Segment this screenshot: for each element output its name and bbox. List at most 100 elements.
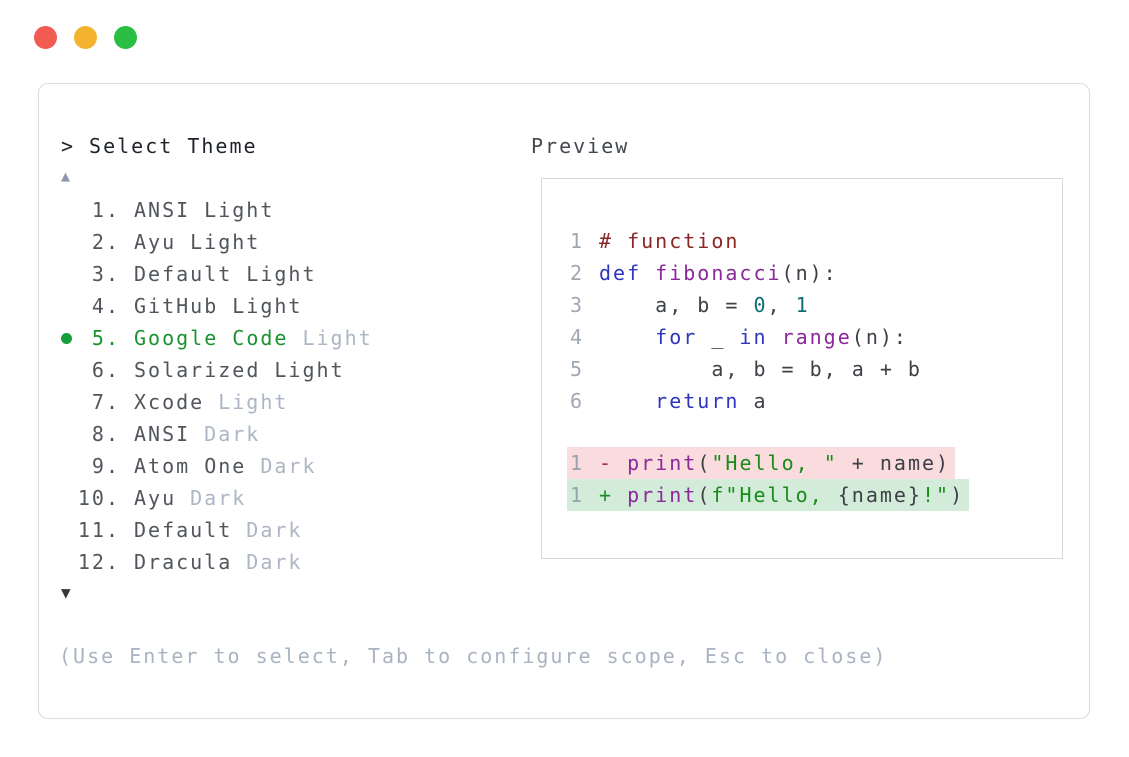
bullet-cell xyxy=(61,258,74,290)
item-name: ANSI xyxy=(134,198,191,222)
line-number: 1 xyxy=(570,229,585,253)
theme-item[interactable]: 7. Xcode Light xyxy=(61,386,373,418)
item-variant: Dark xyxy=(246,518,303,542)
code-token: + name) xyxy=(837,451,951,475)
picker-title: Select Theme xyxy=(89,134,258,158)
bullet-cell xyxy=(61,450,74,482)
diff-line-background: 1+ print(f"Hello, {name}!") xyxy=(567,479,970,511)
bullet-cell xyxy=(61,290,74,322)
item-number: 7. xyxy=(91,390,120,414)
bullet-cell xyxy=(61,514,74,546)
line-number: 1 xyxy=(570,451,585,475)
diff-line-background: 1- print("Hello, " + name) xyxy=(567,447,956,479)
code-tokens: for _ in range(n): xyxy=(599,325,908,349)
code-line: 3 a, b = 0, 1 xyxy=(570,289,922,321)
line-number: 5 xyxy=(570,357,585,381)
bullet-cell xyxy=(61,354,74,386)
code-token: !" xyxy=(921,483,951,507)
code-token: "Hello, " xyxy=(711,451,838,475)
bullet-cell xyxy=(61,322,74,354)
preview-label: Preview xyxy=(531,134,630,158)
code-token: a xyxy=(739,389,768,413)
code-token: (n): xyxy=(851,325,908,349)
minimize-button[interactable] xyxy=(74,26,97,49)
code-token: def xyxy=(599,261,642,285)
code-token: {name} xyxy=(837,483,922,507)
bullet-cell xyxy=(61,194,74,226)
theme-item[interactable]: 8. ANSI Dark xyxy=(61,418,373,450)
item-name: Default xyxy=(134,518,233,542)
code-token: a, b = b, a + b xyxy=(599,357,922,381)
close-button[interactable] xyxy=(34,26,57,49)
code-line: 6 return a xyxy=(570,385,922,417)
item-variant: Dark xyxy=(190,486,247,510)
item-name: Solarized xyxy=(134,358,261,382)
code-tokens: def fibonacci(n): xyxy=(599,261,838,285)
item-variant: Light xyxy=(246,262,317,286)
item-number: 2. xyxy=(91,230,120,254)
item-variant: Light xyxy=(190,230,261,254)
diff-line: 1- print("Hello, " + name) xyxy=(567,447,969,479)
code-token xyxy=(768,325,782,349)
code-token: ( xyxy=(697,483,712,507)
code-line: 5 a, b = b, a + b xyxy=(570,353,922,385)
line-number: 6 xyxy=(570,389,585,413)
item-number: 12. xyxy=(77,550,120,574)
window-controls xyxy=(34,26,137,49)
item-number: 5. xyxy=(91,326,120,350)
line-number: 4 xyxy=(570,325,585,349)
code-token xyxy=(599,325,655,349)
code-token: _ xyxy=(697,325,740,349)
item-number: 10. xyxy=(77,486,120,510)
item-name: ANSI xyxy=(134,422,191,446)
code-token: print xyxy=(627,451,698,475)
item-variant: Light xyxy=(218,390,289,414)
code-tokens: a, b = 0, 1 xyxy=(599,293,810,317)
code-token: fibonacci xyxy=(655,261,782,285)
diff-line: 1+ print(f"Hello, {name}!") xyxy=(567,479,970,511)
code-token: , xyxy=(767,293,796,317)
item-variant: Dark xyxy=(204,422,261,446)
code-token xyxy=(641,261,655,285)
bullet-cell xyxy=(61,386,74,418)
scroll-down-icon[interactable]: ▼ xyxy=(61,583,73,602)
item-name: Dracula xyxy=(134,550,233,574)
item-name: Atom One xyxy=(134,454,247,478)
zoom-button[interactable] xyxy=(114,26,137,49)
item-name: Xcode xyxy=(134,390,205,414)
item-variant: Light xyxy=(232,294,303,318)
item-name: Google Code xyxy=(134,326,289,350)
code-tokens: a, b = b, a + b xyxy=(599,357,922,381)
theme-item[interactable]: 3. Default Light xyxy=(61,258,373,290)
code-token: (n): xyxy=(781,261,838,285)
item-name: Default xyxy=(134,262,233,286)
prompt-icon: > xyxy=(61,134,76,158)
scroll-up-icon[interactable]: ▲ xyxy=(61,167,73,185)
bullet-cell xyxy=(61,226,74,258)
code-token: ) xyxy=(950,483,965,507)
item-number: 8. xyxy=(91,422,120,446)
item-number: 3. xyxy=(91,262,120,286)
code-token: ( xyxy=(697,451,712,475)
bullet-cell xyxy=(61,546,74,578)
code-tokens: # function xyxy=(599,229,739,253)
code-token: 0 xyxy=(753,293,768,317)
line-number: 2 xyxy=(570,261,585,285)
code-token: + xyxy=(599,483,628,507)
code-token: 1 xyxy=(795,293,810,317)
item-number: 6. xyxy=(91,358,120,382)
